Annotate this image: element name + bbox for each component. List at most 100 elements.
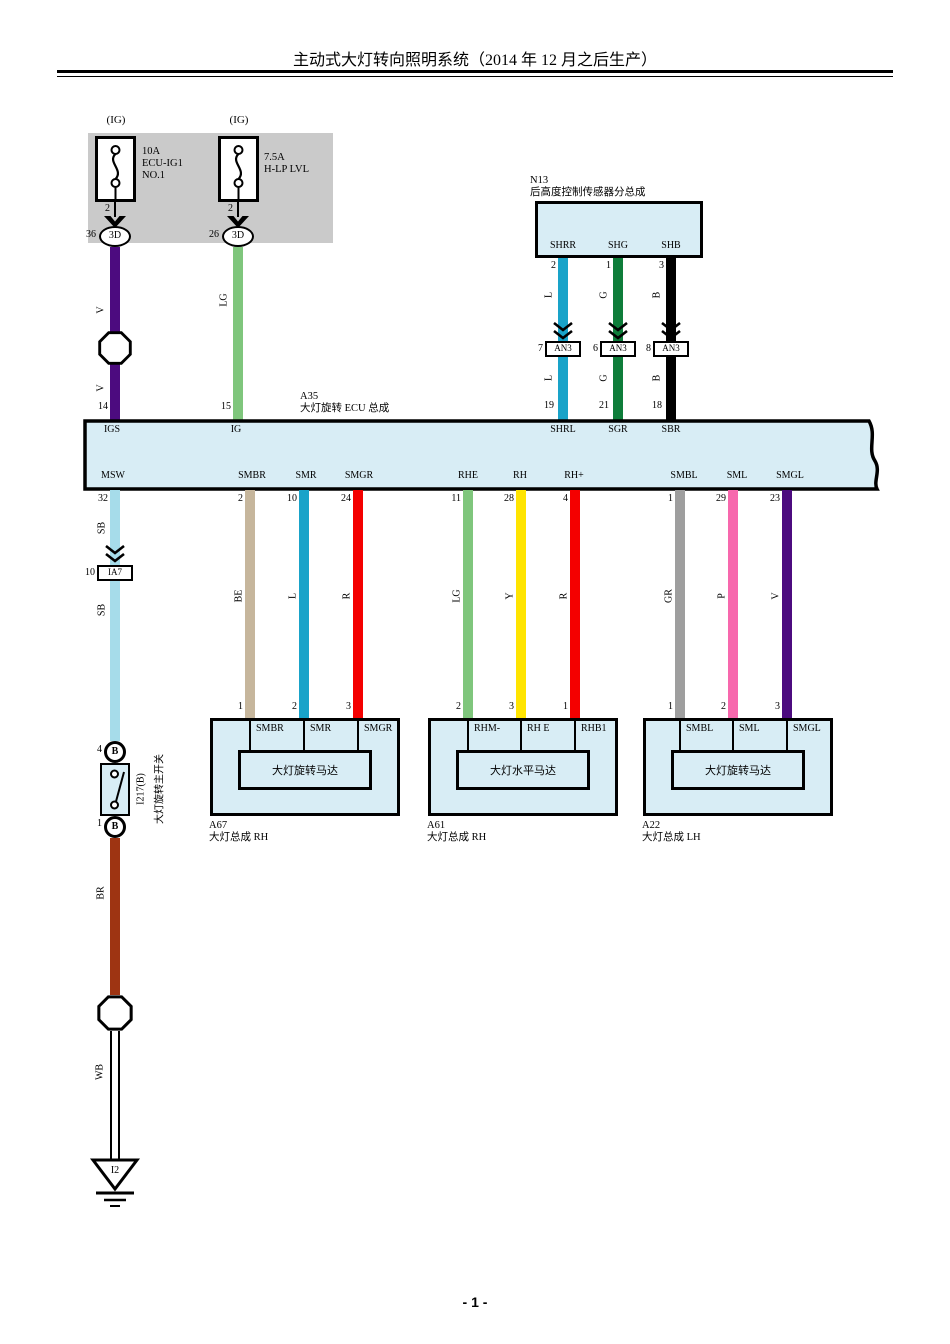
n13-box xyxy=(535,201,703,258)
a22-pin-divider xyxy=(786,718,788,750)
a61-motor: 大灯水平马达 xyxy=(456,750,590,790)
fuse2-pin-number: 2 xyxy=(228,203,233,214)
a67-pin-smr: SMR xyxy=(310,723,332,734)
a35-pin-24: 24 xyxy=(341,493,351,504)
wire-label-wb: WB xyxy=(94,1063,106,1081)
fuse1-pin-number: 2 xyxy=(105,203,110,214)
n13-pin-shrr: SHRR xyxy=(549,240,577,251)
a61-pin-divider xyxy=(467,718,469,750)
wire-label-sb-upper: SB xyxy=(96,521,108,535)
switch-pin-1: 1 xyxy=(97,818,102,829)
an3-pin-number: 7 xyxy=(538,343,543,354)
wire-sb xyxy=(110,490,120,741)
splice-octagon-icon xyxy=(97,995,133,1031)
arrow-down-icon xyxy=(104,216,126,228)
fuse1-ig-label: (IG) xyxy=(106,114,126,126)
switch-code: I217(B) xyxy=(135,773,147,805)
a35-top-pin-ig: IG xyxy=(230,424,242,435)
wire-label-p: P xyxy=(716,593,728,599)
an3-connector: AN3 xyxy=(545,341,581,357)
a22-pin-number: 2 xyxy=(721,701,726,712)
a67-motor: 大灯旋转马达 xyxy=(238,750,372,790)
a61-code: A61 xyxy=(427,820,446,831)
a67-pin-divider xyxy=(357,718,359,750)
fuse1-ecu-pin: 36 xyxy=(86,229,96,240)
fuse1-rating: 10A xyxy=(142,146,161,157)
wire-r xyxy=(570,490,580,718)
a35-pin-1: 1 xyxy=(668,493,673,504)
an3-connector: AN3 xyxy=(653,341,689,357)
n13-pin-number: 1 xyxy=(606,260,611,271)
a35-code: A35 xyxy=(300,391,319,402)
connector-chevron-icon xyxy=(553,322,573,340)
n13-pin-shb: SHB xyxy=(661,240,681,251)
a35-pin-32: 32 xyxy=(98,493,108,504)
fuse-icon xyxy=(110,145,121,199)
a61-name: 大灯总成 RH xyxy=(427,832,487,843)
a67-pin-number: 1 xyxy=(238,701,243,712)
a22-pin-divider xyxy=(732,718,734,750)
an3-connector: AN3 xyxy=(600,341,636,357)
splice-octagon-icon xyxy=(98,331,132,365)
a22-pin-number: 3 xyxy=(775,701,780,712)
a22-pin-sml: SML xyxy=(739,723,760,734)
wire-br xyxy=(110,838,120,995)
n13-pin-number: 2 xyxy=(551,260,556,271)
wire-label-v-upper: V xyxy=(95,306,107,314)
n13-code: N13 xyxy=(530,175,549,186)
a67-code: A67 xyxy=(209,820,228,831)
ia7-pin-number: 10 xyxy=(85,567,95,578)
a67-pin-smbr: SMBR xyxy=(256,723,284,734)
wire-label-gr: GR xyxy=(663,589,675,603)
switch-bottom-connector: B xyxy=(104,816,126,838)
wire-label-lg: LG xyxy=(218,293,230,307)
a22-pin-number: 1 xyxy=(668,701,673,712)
a61-pin-divider xyxy=(520,718,522,750)
wire-label-lg: LG xyxy=(451,589,463,603)
a22-pin-smgl: SMGL xyxy=(793,723,821,734)
a35-bottom-pin-smgr: SMGR xyxy=(344,470,374,481)
switch-box xyxy=(100,763,130,816)
wire-wb xyxy=(110,1031,120,1160)
fuse2-rating: 7.5A xyxy=(264,152,285,163)
ground-icon: I2 xyxy=(89,1158,141,1207)
an3-pin-number: 8 xyxy=(646,343,651,354)
a61-pin-rhe: RH E xyxy=(527,723,550,734)
wire-label-g: G xyxy=(598,291,610,299)
fuse1-name: ECU-IG1 xyxy=(142,158,183,169)
wire-label-r: R xyxy=(558,592,570,600)
a35-pin-19: 19 xyxy=(544,400,554,411)
a22-name: 大灯总成 LH xyxy=(642,832,701,843)
wire-label-v: V xyxy=(770,592,782,600)
fuse2-ig-label: (IG) xyxy=(229,114,249,126)
wire-label-g: G xyxy=(598,374,610,382)
wire-gr xyxy=(675,490,685,718)
wire-label-be: BE xyxy=(233,589,245,603)
wire-label-l: L xyxy=(543,374,555,382)
a61-pin-rhm: RHM- xyxy=(474,723,501,734)
wire-r xyxy=(353,490,363,718)
a35-pin-23: 23 xyxy=(770,493,780,504)
switch-name: 大灯旋转主开关 xyxy=(154,754,166,824)
a67-pin-smgr: SMGR xyxy=(364,723,393,734)
a35-pin-21: 21 xyxy=(599,400,609,411)
a61-pin-divider xyxy=(574,718,576,750)
wire-lg xyxy=(233,247,243,420)
a61-pin-number: 2 xyxy=(456,701,461,712)
a22-motor: 大灯旋转马达 xyxy=(671,750,805,790)
n13-pin-shg: SHG xyxy=(607,240,629,251)
a35-bottom-pin-smr: SMR xyxy=(295,470,317,481)
fuse1-junction-connector: 3D xyxy=(99,226,131,247)
a22-pin-smbl: SMBL xyxy=(686,723,714,734)
switch-contact-icon xyxy=(110,769,125,810)
wire-label-b: B xyxy=(651,374,663,382)
a67-pin-divider xyxy=(303,718,305,750)
a35-ecu-box xyxy=(83,419,880,491)
connector-chevron-icon xyxy=(661,322,681,340)
a35-top-pin-sgr: SGR xyxy=(608,424,628,435)
a35-bottom-pin-sml: SML xyxy=(726,470,748,481)
arrow-down-icon xyxy=(227,216,249,228)
wire-lg xyxy=(463,490,473,718)
fuse1-name2: NO.1 xyxy=(142,170,166,181)
